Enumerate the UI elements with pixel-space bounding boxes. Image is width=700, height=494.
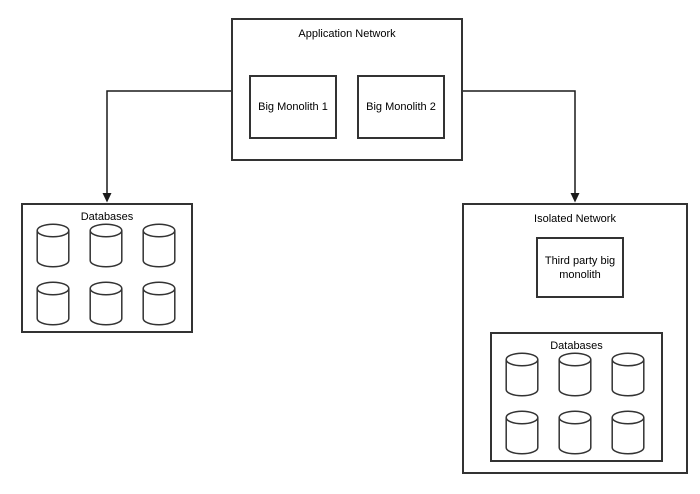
databases-left-label: Databases bbox=[80, 211, 134, 223]
isolated-network-label: Isolated Network bbox=[534, 213, 616, 225]
databases-left-cylinders bbox=[36, 223, 176, 326]
database-cylinder-icon bbox=[36, 223, 70, 268]
arrowhead-icon bbox=[102, 193, 112, 203]
database-cylinder-icon bbox=[36, 281, 70, 326]
database-cylinder-icon bbox=[142, 223, 176, 268]
big-monolith-2-label: Big Monolith 2 bbox=[366, 101, 436, 113]
edge-appnetwork-to-isolatednetwork bbox=[463, 90, 580, 203]
third-party-monolith-label: Third party big monolith bbox=[544, 254, 616, 281]
isolated-network-box: Isolated Network Third party big monolit… bbox=[462, 203, 688, 474]
edge-appnetwork-to-databases bbox=[102, 90, 231, 203]
arrowhead-icon bbox=[570, 193, 580, 203]
database-cylinder-icon bbox=[611, 352, 645, 397]
database-cylinder-icon bbox=[89, 223, 123, 268]
databases-left-box: Databases bbox=[21, 203, 193, 333]
databases-isolated-cylinders bbox=[505, 352, 645, 455]
database-cylinder-icon bbox=[558, 410, 592, 455]
database-cylinder-icon bbox=[142, 281, 176, 326]
databases-isolated-box: Databases bbox=[490, 332, 663, 462]
database-cylinder-icon bbox=[505, 352, 539, 397]
database-cylinder-icon bbox=[505, 410, 539, 455]
databases-isolated-label: Databases bbox=[550, 340, 603, 352]
application-network-box: Application Network Big Monolith 1 Big M… bbox=[231, 18, 463, 161]
big-monolith-2-box: Big Monolith 2 bbox=[357, 75, 445, 139]
third-party-monolith-box: Third party big monolith bbox=[536, 237, 624, 298]
big-monolith-1-box: Big Monolith 1 bbox=[249, 75, 337, 139]
database-cylinder-icon bbox=[558, 352, 592, 397]
big-monolith-1-label: Big Monolith 1 bbox=[258, 101, 328, 113]
database-cylinder-icon bbox=[89, 281, 123, 326]
database-cylinder-icon bbox=[611, 410, 645, 455]
application-network-label: Application Network bbox=[298, 28, 396, 40]
